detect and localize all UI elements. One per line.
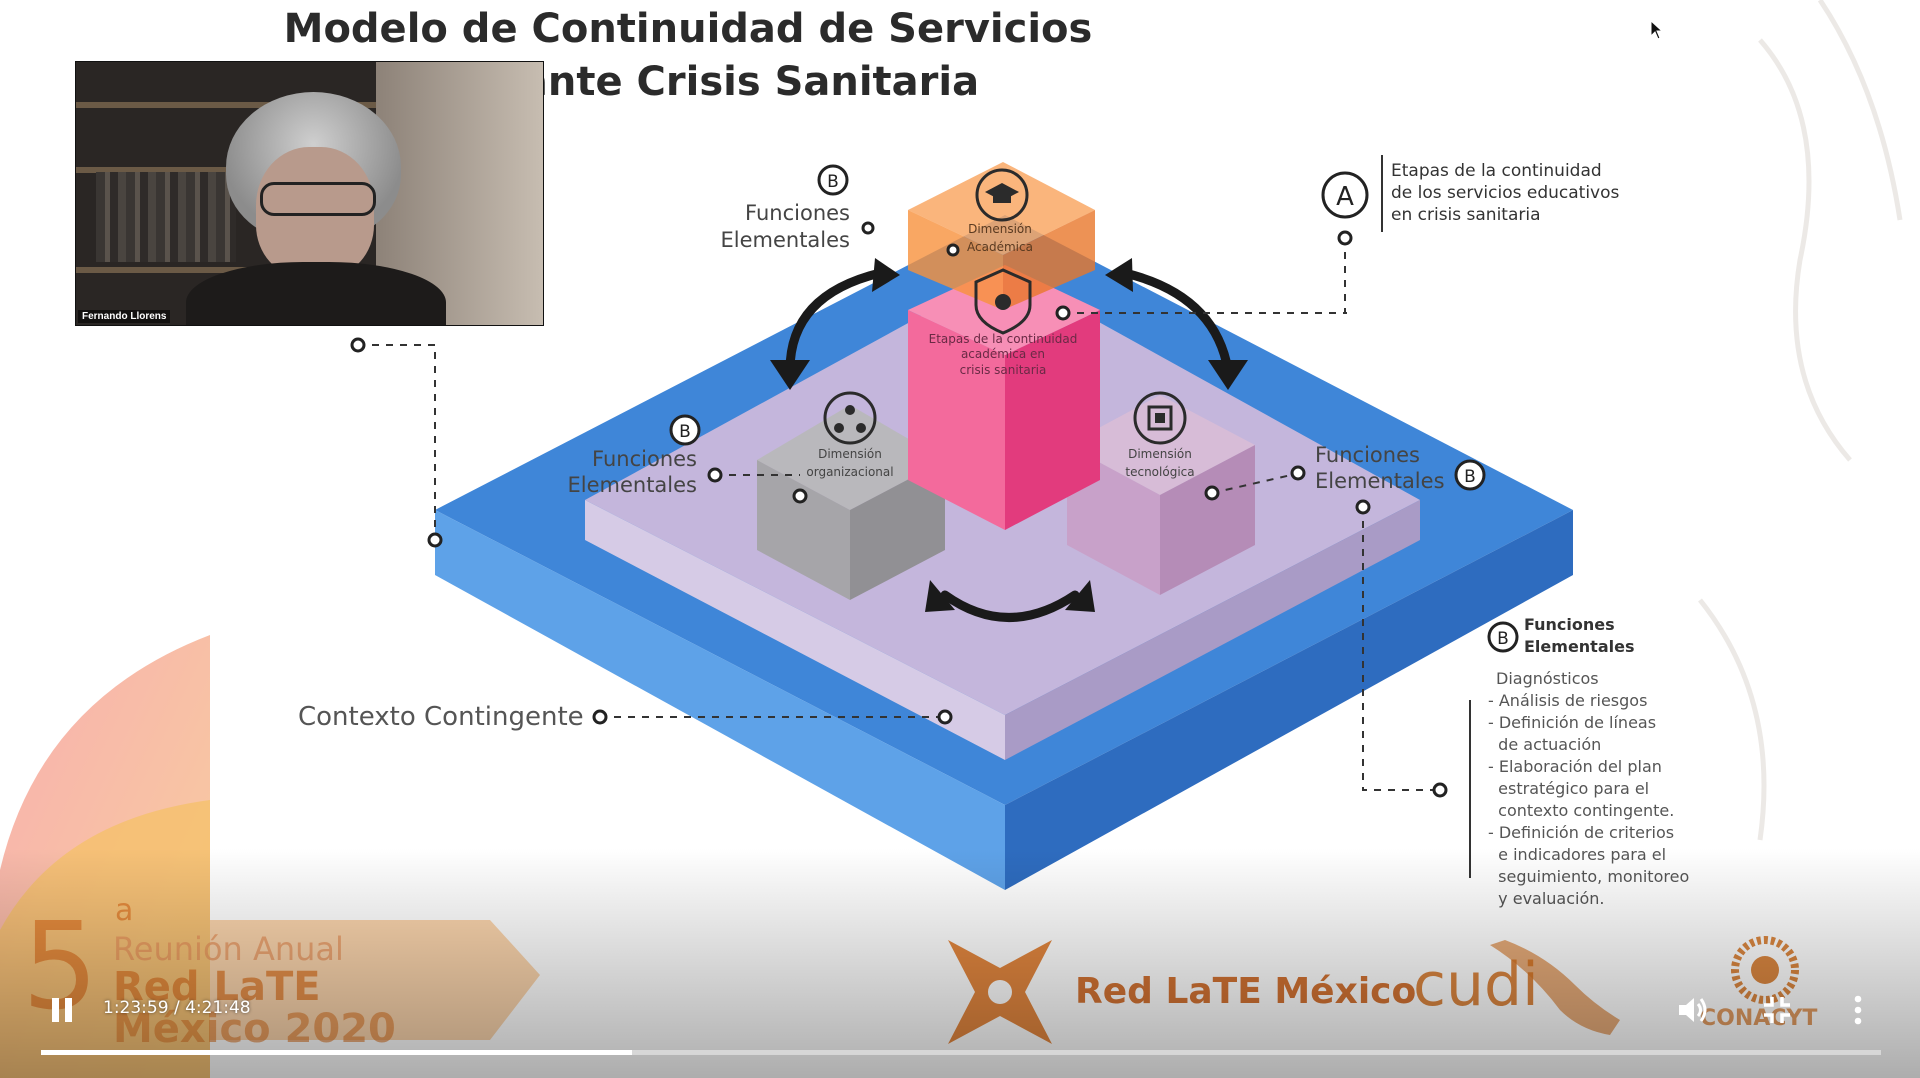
dim-academica-line2: Académica bbox=[967, 240, 1033, 254]
event-ordinal: a bbox=[115, 893, 133, 928]
contexto-label: Contexto Contingente bbox=[298, 702, 584, 732]
list-item: e indicadores para el bbox=[1488, 845, 1666, 864]
conacyt-logo-icon bbox=[1731, 936, 1799, 1004]
dim-etapas-line3: crisis sanitaria bbox=[960, 363, 1047, 377]
time-display: 1:23:59 / 4:21:48 bbox=[103, 998, 251, 1018]
pause-button[interactable] bbox=[40, 988, 84, 1032]
decorative-band-bottom bbox=[210, 920, 540, 1040]
dim-organizacional-line1: Dimensión bbox=[818, 447, 882, 461]
arrow-heads bbox=[770, 258, 1248, 612]
dim-tecnologica-line2: tecnológica bbox=[1125, 465, 1194, 479]
list-item: - Elaboración del plan bbox=[1488, 757, 1662, 776]
virus-shield-icon bbox=[974, 268, 1032, 335]
dim-organizacional-line2: organizacional bbox=[806, 465, 893, 479]
orange-block-top bbox=[908, 162, 1095, 255]
blue-base-left-side bbox=[435, 510, 1005, 890]
marker-b-left bbox=[669, 414, 701, 446]
marker-b-top-label: B bbox=[827, 172, 839, 192]
decorative-drawing-right bbox=[1698, 0, 1903, 841]
sponsor-red-late: Red LaTE México bbox=[1075, 971, 1416, 1012]
event-number: 5 bbox=[22, 898, 98, 1037]
funciones-top-line1: Funciones bbox=[745, 201, 850, 225]
funciones-list-title-line1: Funciones bbox=[1524, 615, 1615, 634]
marker-b-right-label: B bbox=[1464, 467, 1476, 487]
marker-b-list bbox=[1487, 621, 1519, 653]
graduation-cap-icon bbox=[975, 168, 1029, 222]
marker-a bbox=[1321, 171, 1369, 219]
funciones-list-title-line2: Elementales bbox=[1524, 637, 1634, 656]
marker-b-top bbox=[817, 164, 849, 196]
mexico-map-icon bbox=[1490, 940, 1620, 1035]
funciones-left-line1: Funciones bbox=[592, 447, 697, 471]
grey-cube-top bbox=[757, 405, 945, 510]
red-late-logo-icon bbox=[948, 940, 1052, 1044]
list-item: - Definición de criterios bbox=[1488, 823, 1674, 842]
people-network-icon bbox=[823, 391, 877, 445]
list-item: Diagnósticos bbox=[1496, 669, 1599, 688]
event-line3: México 2020 bbox=[113, 1006, 396, 1052]
lavender-platform-left-side bbox=[585, 500, 1005, 760]
progress-bar-played bbox=[41, 1050, 632, 1055]
list-item: contexto contingente. bbox=[1488, 801, 1674, 820]
dim-academica-line1: Dimensión bbox=[968, 222, 1032, 236]
exit-fullscreen-icon bbox=[1764, 997, 1790, 1023]
purple-cube-right bbox=[1160, 445, 1255, 595]
list-item: - Definición de líneas bbox=[1488, 713, 1656, 732]
lavender-platform-right-side bbox=[1005, 500, 1420, 760]
cycle-arrows bbox=[785, 268, 1233, 622]
pause-icon bbox=[52, 998, 72, 1022]
mouse-cursor-icon bbox=[1650, 20, 1664, 40]
funciones-left-line2: Elementales bbox=[567, 473, 697, 497]
dashed-connectors bbox=[358, 238, 1440, 791]
person-body bbox=[186, 262, 446, 325]
blue-base-right-side bbox=[1005, 510, 1573, 890]
event-line1: Reunión Anual bbox=[113, 930, 344, 968]
marker-b-right bbox=[1454, 459, 1486, 491]
connector-dots bbox=[350, 221, 1448, 798]
funciones-right-line1: Funciones bbox=[1315, 443, 1420, 467]
glasses-icon bbox=[260, 182, 376, 216]
slide-title-line1: Modelo de Continuidad de Servicios bbox=[284, 6, 1093, 52]
list-item: - Análisis de riesgos bbox=[1488, 691, 1647, 710]
etapas-label-line3: en crisis sanitaria bbox=[1391, 205, 1541, 225]
more-vert-icon bbox=[1854, 995, 1862, 1025]
chip-icon bbox=[1133, 391, 1187, 445]
marker-b-list-label: B bbox=[1497, 629, 1509, 649]
marker-a-label: A bbox=[1336, 182, 1354, 212]
dim-etapas-line1: Etapas de la continuidad bbox=[929, 332, 1078, 346]
grey-cube-right bbox=[850, 460, 945, 600]
list-item: de actuación bbox=[1488, 735, 1601, 754]
etapas-label-line2: de los servicios educativos bbox=[1391, 183, 1619, 203]
etapas-label-line1: Etapas de la continuidad bbox=[1391, 161, 1602, 181]
orange-block-left bbox=[908, 210, 1003, 310]
purple-cube-top bbox=[1067, 395, 1255, 495]
volume-button[interactable] bbox=[1671, 988, 1715, 1032]
grey-cube-left bbox=[757, 460, 850, 600]
more-options-button[interactable] bbox=[1838, 988, 1878, 1032]
list-item: estratégico para el bbox=[1488, 779, 1649, 798]
sponsor-conacyt: CONACYT bbox=[1700, 1006, 1817, 1031]
list-item: seguimiento, monitoreo bbox=[1488, 867, 1689, 886]
funciones-list: Diagnósticos - Análisis de riesgos - Def… bbox=[1488, 669, 1689, 908]
progress-bar[interactable] bbox=[41, 1050, 1881, 1055]
marker-b-left-label: B bbox=[679, 422, 691, 442]
webcam-participant-name: Fernando Llorens bbox=[78, 310, 171, 323]
slide-title-line2: ante Crisis Sanitaria bbox=[521, 59, 979, 105]
orange-block-right bbox=[1003, 210, 1095, 310]
webcam-overlay: Fernando Llorens bbox=[75, 61, 544, 326]
funciones-top-line2: Elementales bbox=[720, 228, 850, 252]
funciones-right-line2: Elementales bbox=[1315, 469, 1445, 493]
dim-tecnologica-line1: Dimensión bbox=[1128, 447, 1192, 461]
dim-etapas-line2: académica en bbox=[961, 347, 1045, 361]
exit-fullscreen-button[interactable] bbox=[1755, 988, 1799, 1032]
volume-icon bbox=[1679, 998, 1707, 1022]
pink-tower-right bbox=[1005, 310, 1100, 530]
person-face bbox=[256, 147, 374, 277]
list-item: y evaluación. bbox=[1488, 889, 1605, 908]
event-line2: Red LaTE bbox=[113, 964, 321, 1010]
pink-tower-left bbox=[908, 310, 1005, 530]
